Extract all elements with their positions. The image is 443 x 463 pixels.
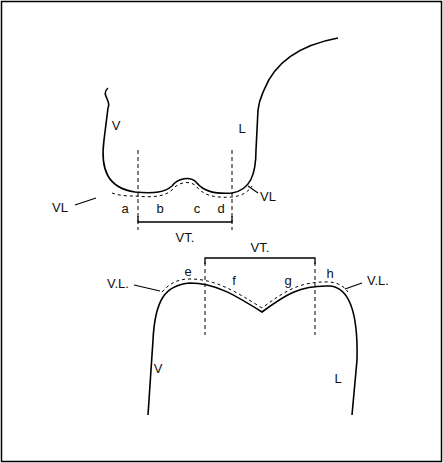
tooth-outline	[148, 283, 357, 415]
dashed-boundary	[205, 262, 206, 335]
region-label: V	[154, 362, 163, 375]
region-label: V	[112, 119, 121, 132]
tooth-outline	[103, 38, 338, 193]
point-label: a	[121, 202, 128, 215]
point-label: h	[326, 267, 333, 280]
point-label: e	[184, 265, 191, 278]
dashed-contour	[162, 279, 348, 308]
region-label: VT.	[176, 231, 195, 244]
leader-line	[75, 198, 96, 205]
region-label: V.L.	[367, 274, 389, 287]
region-label: L	[334, 372, 341, 385]
point-label: d	[217, 202, 224, 215]
point-label: b	[156, 202, 163, 215]
point-label: g	[284, 274, 291, 287]
region-label: VL	[260, 190, 276, 203]
leader-line	[345, 283, 362, 289]
region-label: V.L.	[107, 277, 129, 290]
point-label: f	[232, 274, 236, 287]
leader-line	[134, 285, 160, 291]
point-label: c	[194, 202, 201, 215]
region-label: L	[238, 122, 245, 135]
leader-line	[248, 186, 258, 193]
region-label: VL	[52, 201, 68, 214]
bracket	[205, 258, 315, 264]
bracket	[138, 216, 232, 222]
dashed-contour	[112, 183, 252, 198]
dashed-boundary	[315, 262, 316, 335]
region-label: VT.	[251, 241, 270, 254]
